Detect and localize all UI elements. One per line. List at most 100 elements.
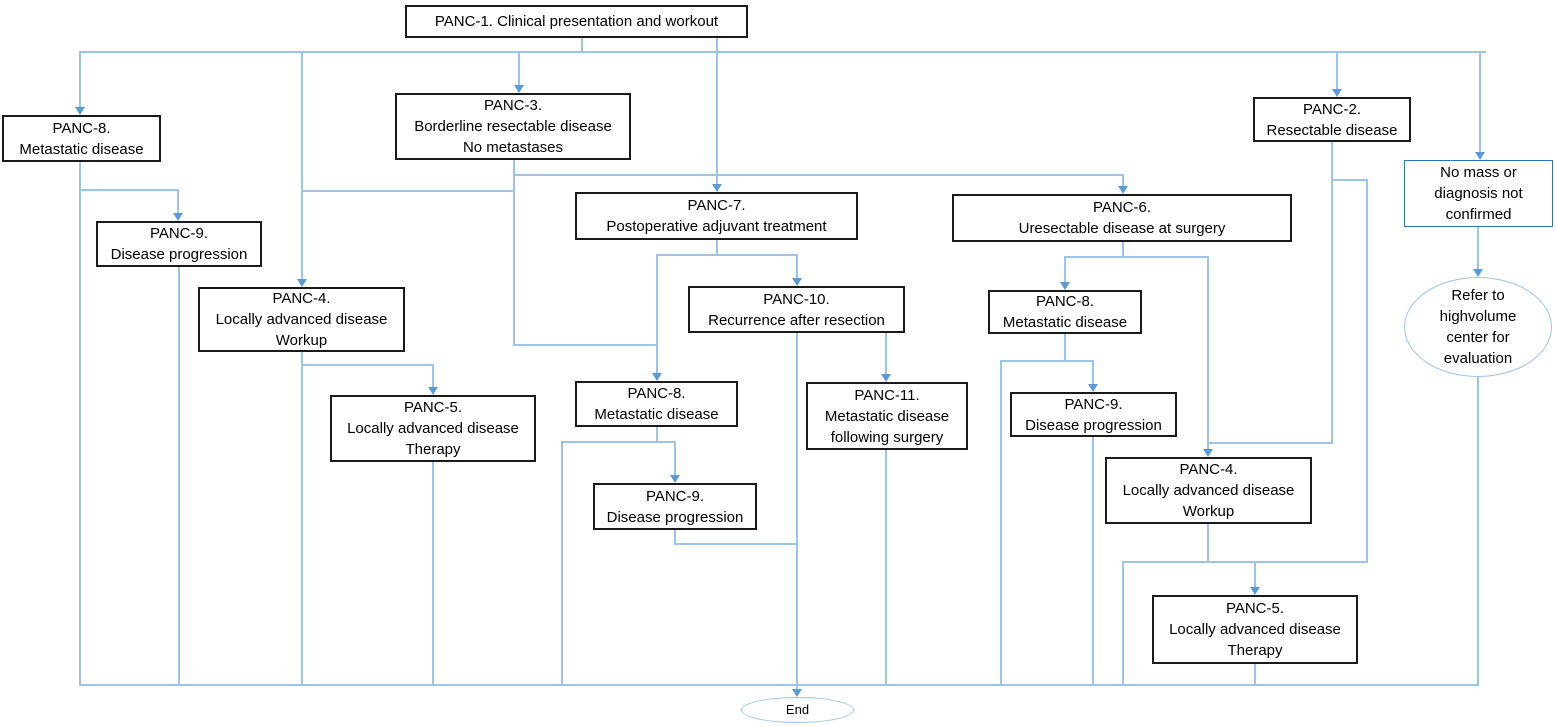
node-label: PANC-9. (149, 225, 209, 242)
connector (716, 38, 718, 184)
arrowhead-icon (173, 213, 183, 221)
node-label: Uresectable disease at surgery (1018, 220, 1226, 237)
node-label: Resectable disease (1266, 121, 1398, 139)
connector (1122, 175, 1124, 186)
node-panc-7: PANC-7. Postoperative adjuvant treatment (575, 192, 858, 240)
arrowhead-icon (881, 374, 891, 382)
node-panc-8-right: PANC-8. Metastatic disease (988, 290, 1142, 334)
node-label: PANC-3. (483, 97, 543, 114)
connector (79, 189, 179, 191)
connector (1064, 334, 1066, 361)
node-panc-8-mid: PANC-8. Metastatic disease (575, 381, 738, 427)
connector (561, 442, 563, 686)
arrowhead-icon (1118, 186, 1128, 194)
connector (1477, 377, 1479, 686)
node-label: confirmed (1445, 206, 1512, 223)
node-label: PANC-10. (763, 290, 830, 308)
arrowhead-icon (297, 279, 307, 287)
connector (1000, 361, 1002, 686)
connector (1254, 664, 1256, 686)
node-label: PANC-11. (854, 386, 920, 404)
connector (674, 543, 798, 545)
node-panc-6: PANC-6. Uresectable disease at surgery (952, 194, 1292, 242)
node-label: Disease progression (1025, 416, 1162, 434)
node-label: PANC-7. (687, 197, 746, 214)
connector (518, 52, 520, 85)
arrowhead-icon (792, 689, 802, 697)
connector (1207, 442, 1333, 444)
node-label: Postoperative adjuvant treatment (606, 218, 827, 235)
node-label: Metastatic disease (19, 140, 144, 158)
connector (513, 160, 515, 345)
connector (178, 267, 180, 686)
node-label: Metastatic disease (824, 407, 950, 425)
node-label: No metastases (462, 139, 564, 156)
connector (885, 333, 887, 374)
arrowhead-icon (1203, 449, 1213, 457)
terminal-label: Refer to (1451, 287, 1505, 304)
connector (513, 344, 658, 346)
node-label: Workup (1182, 503, 1235, 520)
node-label: Workup (275, 332, 328, 349)
terminal-end: End (741, 697, 854, 723)
connector (1122, 242, 1124, 257)
node-panc-3: PANC-3. Borderline resectable disease No… (395, 93, 631, 160)
arrowhead-icon (1250, 587, 1260, 595)
node-panc-5-right: PANC-5. Locally advanced disease Therapy (1152, 595, 1358, 664)
connector (177, 190, 179, 213)
node-label: Recurrence after resection (708, 311, 885, 329)
connector (79, 51, 1486, 53)
connector (301, 190, 515, 192)
connector (513, 174, 1124, 176)
node-panc-5-left: PANC-5. Locally advanced disease Therapy (330, 395, 536, 462)
connector (1000, 360, 1094, 362)
arrowhead-icon (1475, 152, 1485, 160)
arrowhead-icon (1332, 89, 1342, 97)
connector (301, 52, 303, 279)
node-label: Locally advanced disease (1169, 621, 1341, 638)
node-label: Borderline resectable disease (414, 118, 612, 135)
arrowhead-icon (1088, 384, 1098, 392)
connector (1064, 257, 1066, 282)
arrowhead-icon (792, 278, 802, 286)
terminal-label: End (785, 702, 810, 717)
terminal-label: center for (1446, 329, 1510, 346)
node-panc-11: PANC-11. Metastatic disease following su… (806, 382, 968, 450)
arrowhead-icon (1473, 269, 1483, 277)
connector (1331, 142, 1333, 443)
connector (432, 365, 434, 387)
connector (79, 52, 81, 107)
arrowhead-icon (1060, 282, 1070, 290)
node-panc-9-mid: PANC-9. Disease progression (593, 483, 757, 530)
node-label: diagnosis not (1434, 185, 1523, 202)
node-label: PANC-9. (645, 487, 705, 505)
connector (581, 38, 583, 52)
connector (1092, 361, 1094, 384)
connector (674, 442, 676, 475)
node-label: following surgery (830, 428, 944, 446)
node-label: Therapy (1227, 642, 1283, 659)
node-label: PANC-9. (1064, 395, 1123, 413)
node-label: PANC-2. (1302, 100, 1362, 118)
connector (1336, 52, 1338, 89)
connector (1479, 52, 1481, 152)
node-panc-8-left: PANC-8. Metastatic disease (2, 115, 161, 162)
node-label: Locally advanced disease (1122, 482, 1295, 499)
connector (561, 441, 676, 443)
connector (301, 364, 434, 366)
arrowhead-icon (652, 373, 662, 381)
node-panc-4-right: PANC-4. Locally advanced disease Workup (1105, 457, 1312, 524)
arrowhead-icon (712, 184, 722, 192)
terminal-label: highvolume (1439, 308, 1517, 325)
node-label: No mass or (1440, 164, 1517, 181)
connector (716, 240, 718, 255)
connector (1207, 257, 1209, 449)
node-label: PANC-8. (52, 119, 111, 137)
connector (1254, 562, 1256, 587)
node-panc-9-left: PANC-9. Disease progression (96, 221, 262, 267)
connector (1122, 562, 1124, 686)
node-label: PANC-6. (1092, 199, 1152, 216)
connector (301, 352, 303, 686)
node-label: PANC-8. (1035, 293, 1095, 310)
node-label: PANC-5. (1225, 600, 1285, 617)
